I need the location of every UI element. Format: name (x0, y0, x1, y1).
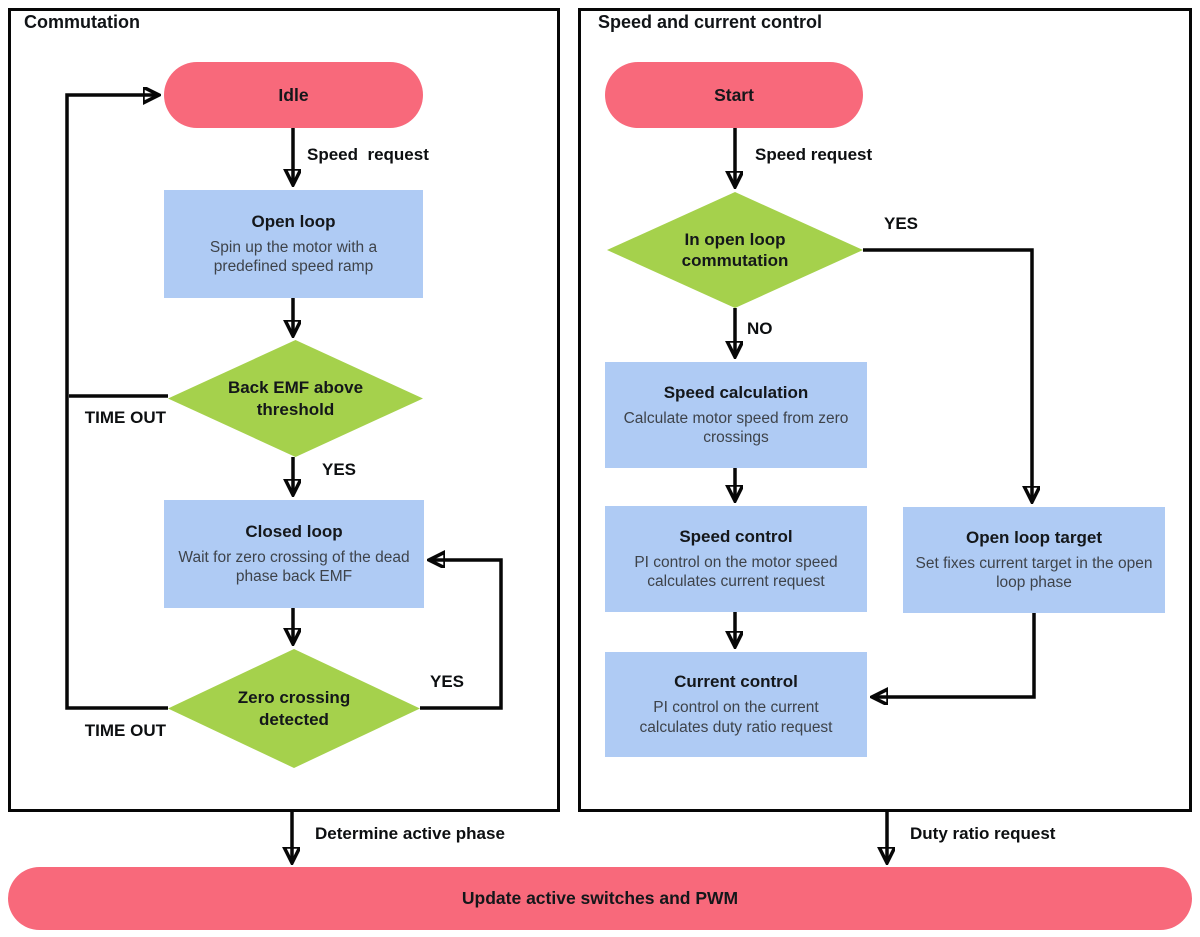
closed-loop-desc: Wait for zero crossing of the dead phase… (178, 548, 410, 585)
update-switches-label: Update active switches and PWM (461, 888, 739, 908)
start-terminal: Start (605, 62, 863, 128)
yes-label-1: YES (322, 460, 357, 479)
speed-calculation-process: Speed calculation Calculate motor speed … (605, 362, 867, 468)
yes-label-right: YES (884, 214, 919, 233)
current-control-process: Current control PI control on the curren… (605, 652, 867, 757)
speed-control-process: Speed control PI control on the motor sp… (605, 506, 867, 612)
open-loop-title: Open loop (251, 211, 336, 231)
speed-control-title: Speed control (679, 526, 793, 546)
open-loop-process: Open loop Spin up the motor with a prede… (164, 190, 423, 298)
yes-label-2: YES (430, 672, 465, 691)
speed-request-label-left: Speed request (307, 145, 429, 164)
speed-current-panel-title: Speed and current control (598, 12, 823, 32)
idle-label: Idle (278, 84, 309, 105)
speed-request-label-right: Speed request (755, 145, 873, 164)
time-out-label-1: TIME OUT (84, 408, 166, 427)
start-label: Start (714, 84, 754, 105)
no-label-right: NO (747, 319, 773, 338)
open-loop-target-desc: Set fixes current target in the open loo… (915, 554, 1153, 591)
zero-crossing-label: Zero crossing detected (237, 688, 351, 729)
closed-loop-process: Closed loop Wait for zero crossing of th… (164, 500, 424, 608)
open-loop-target-title: Open loop target (966, 527, 1102, 547)
closed-loop-title: Closed loop (245, 521, 343, 541)
current-control-title: Current control (674, 672, 798, 692)
update-switches-terminal: Update active switches and PWM (8, 867, 1192, 930)
open-loop-target-process: Open loop target Set fixes current targe… (903, 507, 1165, 613)
determine-active-phase-label: Determine active phase (315, 824, 505, 843)
commutation-panel-title: Commutation (24, 12, 140, 32)
speed-calculation-desc: Calculate motor speed from zero crossing… (623, 409, 849, 446)
time-out-label-2: TIME OUT (84, 721, 166, 740)
duty-ratio-request-label: Duty ratio request (910, 824, 1056, 843)
current-control-desc: PI control on the current calculates dut… (639, 699, 833, 736)
speed-control-desc: PI control on the motor speed calculates… (634, 553, 838, 590)
open-loop-desc: Spin up the motor with a predefined spee… (209, 238, 378, 275)
idle-terminal: Idle (164, 62, 423, 128)
back-emf-label: Back EMF above threshold (227, 378, 364, 419)
speed-calculation-title: Speed calculation (663, 382, 809, 402)
in-open-loop-label: In open loop commutation (681, 229, 789, 270)
